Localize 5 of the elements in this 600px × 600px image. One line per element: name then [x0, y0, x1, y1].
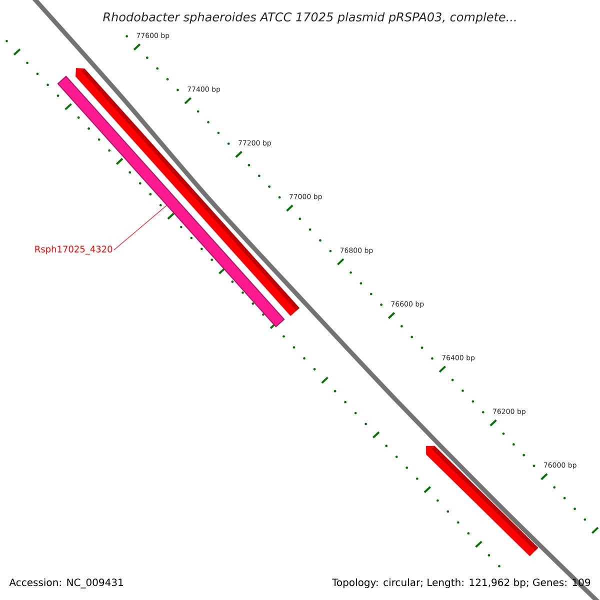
gene-label: Rsph17025_4320 [35, 246, 112, 254]
leader-line [114, 205, 167, 250]
summary-text: Topology: circular; Length: 121,962 bp; Genes: 109 [332, 578, 590, 588]
accession-text: Accession: NC_009431 [9, 578, 123, 588]
title: Rhodobacter sphaeroides ATCC 17025 plasmid pRSPA03, complete... [103, 12, 516, 24]
